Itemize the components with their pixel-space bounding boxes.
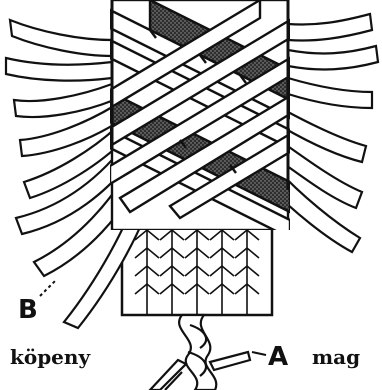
- core-label: mag: [312, 345, 360, 369]
- core-twisted-strands: [150, 315, 250, 390]
- braided-sheath: [110, 0, 290, 238]
- marker-b-label: B: [18, 295, 38, 325]
- sheath-label: köpeny: [10, 345, 91, 369]
- marker-a-label: A: [268, 342, 288, 372]
